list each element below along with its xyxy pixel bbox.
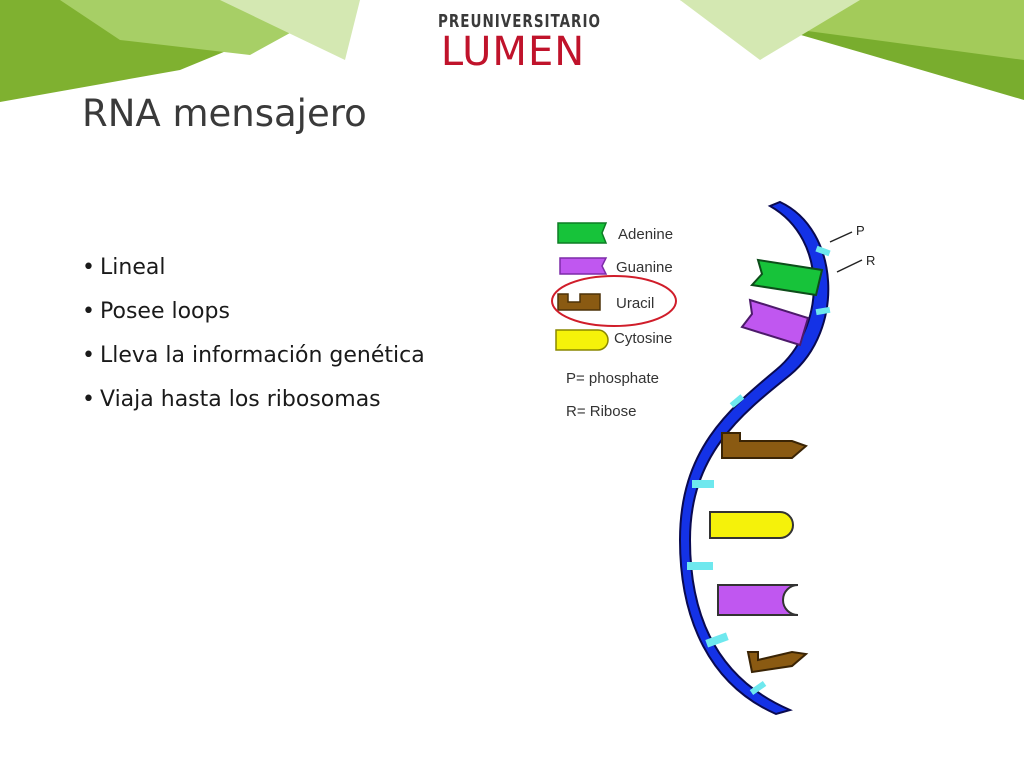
phosphate-marker [705,632,729,648]
p-label: P [856,223,865,238]
logo-main-text: LUMEN [440,29,586,75]
r-pointer [836,259,863,273]
strand-labels: P R [829,223,875,273]
phosphate-marker [687,562,713,570]
legend-adenine-swatch [557,222,608,244]
bullet-item: •Posee loops [82,299,230,324]
guanine-base [740,298,810,347]
legend-guanine-swatch [559,257,608,275]
rna-strand [678,200,831,716]
legend-cytosine-swatch [555,329,609,351]
rna-diagram: Adenine Guanine Uracil Cytosine P= phosp… [551,200,875,716]
uracil-base [721,432,808,459]
phosphate-marker [749,680,767,696]
legend-guanine-label: Guanine [616,259,673,276]
ribose-note: R= Ribose [566,403,636,420]
bullet-list: •Lineal •Posee loops •Lleva la informaci… [82,250,425,426]
adenine-base [750,258,824,297]
phosphate-marker [729,394,745,408]
backbone [678,200,830,716]
phosphate-marker [692,480,714,488]
legend: Adenine Guanine Uracil Cytosine P= phosp… [551,222,677,420]
brand-logo: PREUNIVERSITARIO LUMEN [438,10,601,75]
slide-title: RNA mensajero [82,92,367,135]
r-label: R [866,253,875,268]
uracil-highlight-circle [551,275,677,327]
legend-uracil-label: Uracil [616,295,654,312]
logo-top-text: PREUNIVERSITARIO [438,10,601,32]
legend-adenine-label: Adenine [618,226,673,243]
right-pale-triangle [680,0,860,60]
bullet-item: •Lleva la información genética [82,343,425,368]
bullet-item: •Viaja hasta los ribosomas [82,387,381,412]
phosphate-marker [815,306,831,316]
cytosine-base [709,511,794,539]
uracil-base [746,650,809,674]
bullet-item: •Lineal [82,255,166,280]
left-pale-triangle [220,0,360,60]
bases [709,258,824,674]
legend-cytosine-label: Cytosine [614,330,672,347]
phosphate-marker [815,245,831,257]
phosphate-note: P= phosphate [566,370,659,387]
p-pointer [829,231,853,243]
legend-uracil-swatch [557,293,601,311]
guanine-base [717,584,799,616]
